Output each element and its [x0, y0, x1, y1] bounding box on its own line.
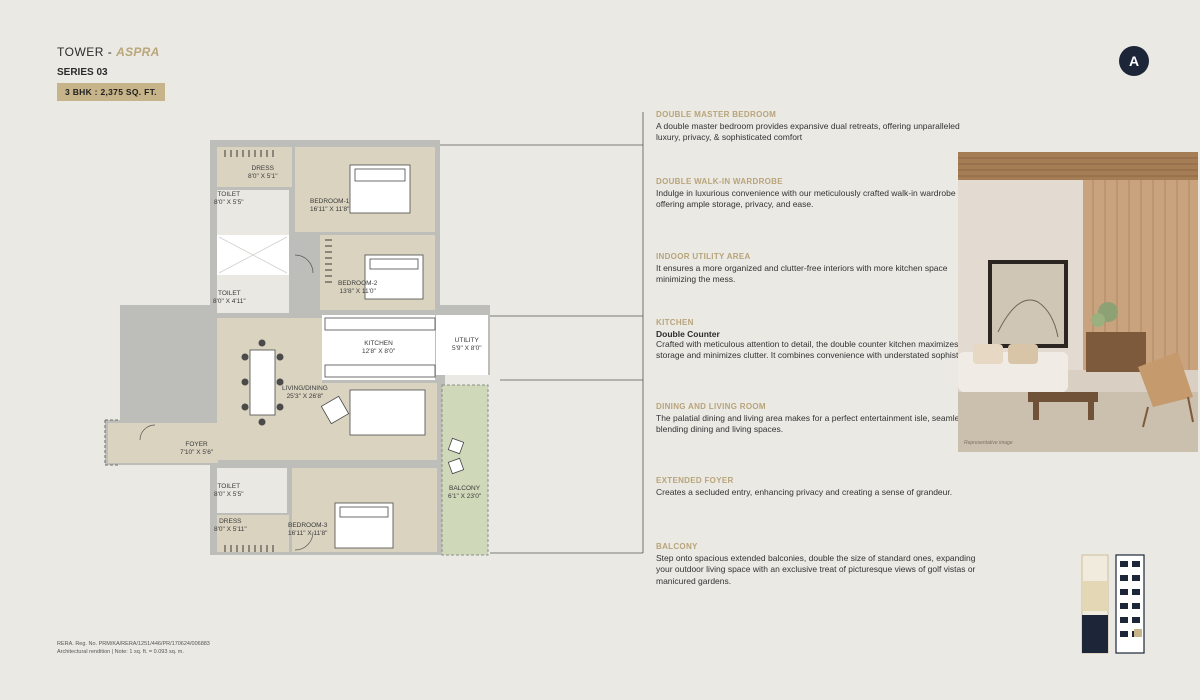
- tower-brand-name: ASPRA: [116, 45, 160, 59]
- tower-prefix: TOWER -: [57, 45, 117, 59]
- feature-utility-area: INDOOR UTILITY AREA It ensures a more or…: [656, 252, 986, 286]
- series-label: SERIES 03: [57, 67, 108, 78]
- utility-area: [436, 315, 488, 375]
- toilet-3-area: [217, 468, 287, 513]
- feature-description: Indulge in luxurious convenience with ou…: [656, 188, 983, 210]
- feature-description: Creates a secluded entry, enhancing priv…: [656, 487, 953, 497]
- feature-description: Crafted with meticulous attention to det…: [656, 339, 986, 361]
- feature-description: A double master bedroom provides expansi…: [656, 121, 960, 143]
- tower-key-plan-icon: [1080, 553, 1146, 655]
- feature-extended-foyer: EXTENDED FOYER Creates a secluded entry,…: [656, 476, 986, 498]
- feature-title: BALCONY: [656, 542, 698, 551]
- feature-dining-living: DINING AND LIVING ROOM The palatial dini…: [656, 402, 986, 436]
- feature-description: It ensures a more organized and clutter-…: [656, 263, 948, 285]
- feature-title: INDOOR UTILITY AREA: [656, 252, 751, 261]
- photo-caption: Representative image: [964, 440, 1013, 446]
- footer-note: Architectural rendition | Note: 1 sq. ft…: [57, 649, 184, 656]
- balcony-area: [442, 385, 488, 555]
- tower-letter-badge: A: [1119, 46, 1149, 76]
- rera-number: RERA. Reg. No. PRM/KA/RERA/1251/446/PR/1…: [57, 641, 210, 647]
- foyer-area: [108, 423, 218, 463]
- feature-kitchen: KITCHEN Double Counter Crafted with meti…: [656, 318, 986, 362]
- feature-title: KITCHEN: [656, 318, 694, 327]
- feature-description: Step onto spacious extended balconies, d…: [656, 553, 976, 586]
- feature-title: EXTENDED FOYER: [656, 476, 734, 485]
- footer-notes: RERA. Reg. No. PRM/KA/RERA/1251/446/PR/1…: [57, 640, 210, 657]
- feature-subtitle: Double Counter: [656, 329, 720, 339]
- interior-render-image: Representative image: [958, 152, 1198, 452]
- feature-title: DINING AND LIVING ROOM: [656, 402, 766, 411]
- feature-balcony: BALCONY Step onto spacious extended balc…: [656, 542, 986, 587]
- feature-double-master-bedroom: DOUBLE MASTER BEDROOM A double master be…: [656, 110, 986, 144]
- toilet-2-area: [217, 275, 289, 313]
- tower-title: TOWER - ASPRA: [57, 45, 160, 59]
- feature-description: The palatial dining and living area make…: [656, 413, 974, 435]
- feature-walk-in-wardrobe: DOUBLE WALK-IN WARDROBE Indulge in luxur…: [656, 177, 986, 211]
- feature-title: DOUBLE WALK-IN WARDROBE: [656, 177, 783, 186]
- toilet-1-area: [217, 190, 289, 235]
- feature-title: DOUBLE MASTER BEDROOM: [656, 110, 777, 119]
- config-badge: 3 BHK : 2,375 SQ. FT.: [57, 83, 165, 101]
- dress-room-bottom: [217, 515, 289, 552]
- floor-plan-drawing: [104, 140, 490, 556]
